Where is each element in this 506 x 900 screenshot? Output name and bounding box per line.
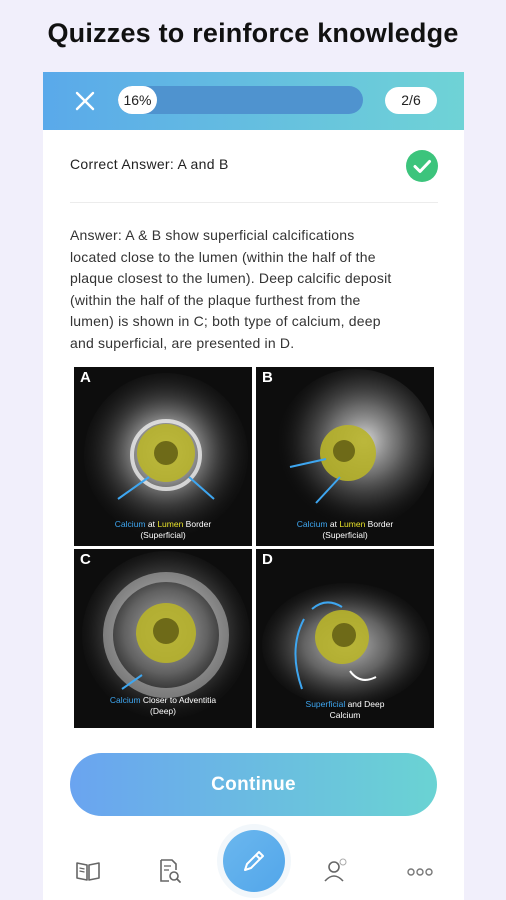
- explanation-line: (within the half of the plaque furthest …: [70, 291, 361, 308]
- quiz-header: 16% 2/6: [43, 72, 464, 130]
- panel-caption: Superficial and Deep Calcium: [305, 699, 385, 720]
- panel-letter: C: [80, 551, 91, 568]
- progress-fill: [118, 86, 157, 114]
- ivus-panel-b: B Calcium at Lumen Border (Superficial): [256, 367, 434, 546]
- close-icon: [75, 91, 95, 111]
- bottom-tab-bar: [43, 838, 464, 900]
- panel-letter: D: [262, 551, 273, 568]
- book-icon: [76, 862, 100, 881]
- ivus-figure: A Calcium at Lumen Border (Superficial): [74, 367, 434, 728]
- quiz-fab-button[interactable]: [223, 830, 285, 892]
- close-button[interactable]: [71, 87, 99, 115]
- explanation-line: located close to the lumen (within the h…: [70, 248, 376, 265]
- panel-letter: B: [262, 369, 273, 386]
- panel-letter: A: [80, 369, 91, 386]
- correct-answer-text: Correct Answer: A and B: [70, 156, 229, 172]
- pencil-icon: [244, 851, 264, 871]
- panel-caption: Calcium at Lumen Border (Superficial): [296, 519, 394, 540]
- tab-library[interactable]: [74, 857, 102, 885]
- document-search-icon: [160, 859, 181, 883]
- headline: Quizzes to reinforce knowledge: [47, 18, 459, 48]
- quiz-screen: 16% 2/6 Correct Answer: A and B Answer: …: [43, 72, 464, 900]
- continue-button[interactable]: Continue: [70, 753, 437, 816]
- ivus-panel-a: A Calcium at Lumen Border (Superficial): [74, 367, 252, 546]
- tab-cases[interactable]: [155, 857, 183, 885]
- divider: [70, 202, 438, 203]
- panel-caption: Calcium at Lumen Border (Superficial): [114, 519, 212, 540]
- answer-row: Correct Answer: A and B: [70, 150, 438, 182]
- explanation-text: Answer: A & B show superficial calcifica…: [70, 225, 415, 355]
- explanation-line: lumen) is shown in C; both type of calci…: [70, 313, 381, 330]
- progress-label: 16%: [123, 92, 152, 108]
- tab-more[interactable]: [406, 857, 434, 885]
- panel-caption: Calcium Closer to Adventitia (Deep): [109, 695, 217, 716]
- ivus-panel-c: C Calcium Closer to Adventitia (Deep): [74, 549, 252, 728]
- step-counter: 2/6: [385, 87, 437, 114]
- explanation-line: and superficial, are presented in D.: [70, 334, 295, 351]
- explanation-line: Answer: A & B show superficial calcifica…: [70, 227, 355, 243]
- explanation-line: plaque closest to the lumen). Deep calci…: [70, 270, 392, 287]
- ivus-panel-d: D Superficial and Deep Calcium: [256, 549, 434, 728]
- progress-bar: 16%: [118, 86, 363, 114]
- tab-profile[interactable]: [322, 857, 350, 885]
- more-icon: [407, 868, 433, 876]
- check-circle-icon: [406, 150, 438, 182]
- profile-icon: [324, 858, 347, 882]
